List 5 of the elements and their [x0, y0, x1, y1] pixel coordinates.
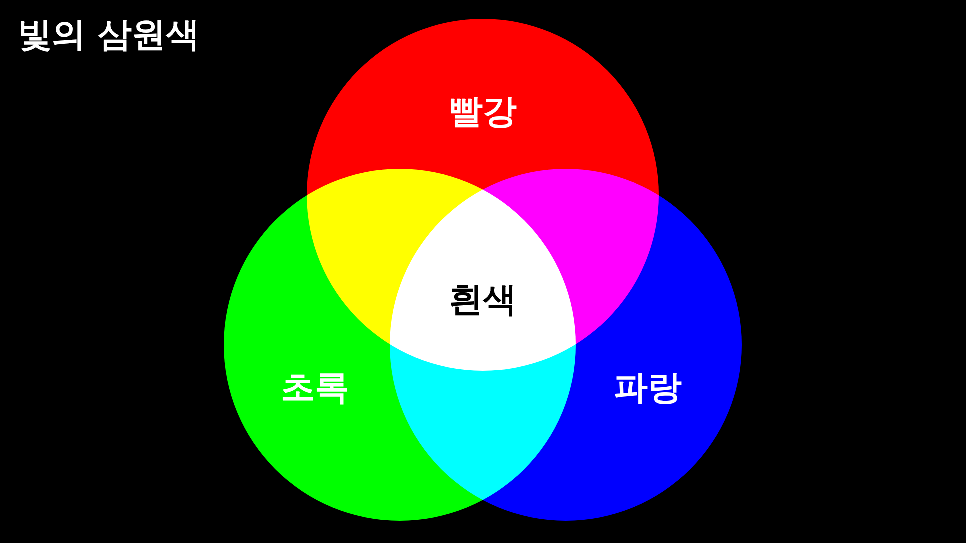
color-label: 파랑	[614, 371, 682, 405]
color-label: 빨강	[449, 95, 517, 129]
title: 빛의 삼원색	[18, 18, 200, 52]
color-label: 초록	[281, 371, 349, 405]
color-label: 흰색	[449, 283, 517, 317]
